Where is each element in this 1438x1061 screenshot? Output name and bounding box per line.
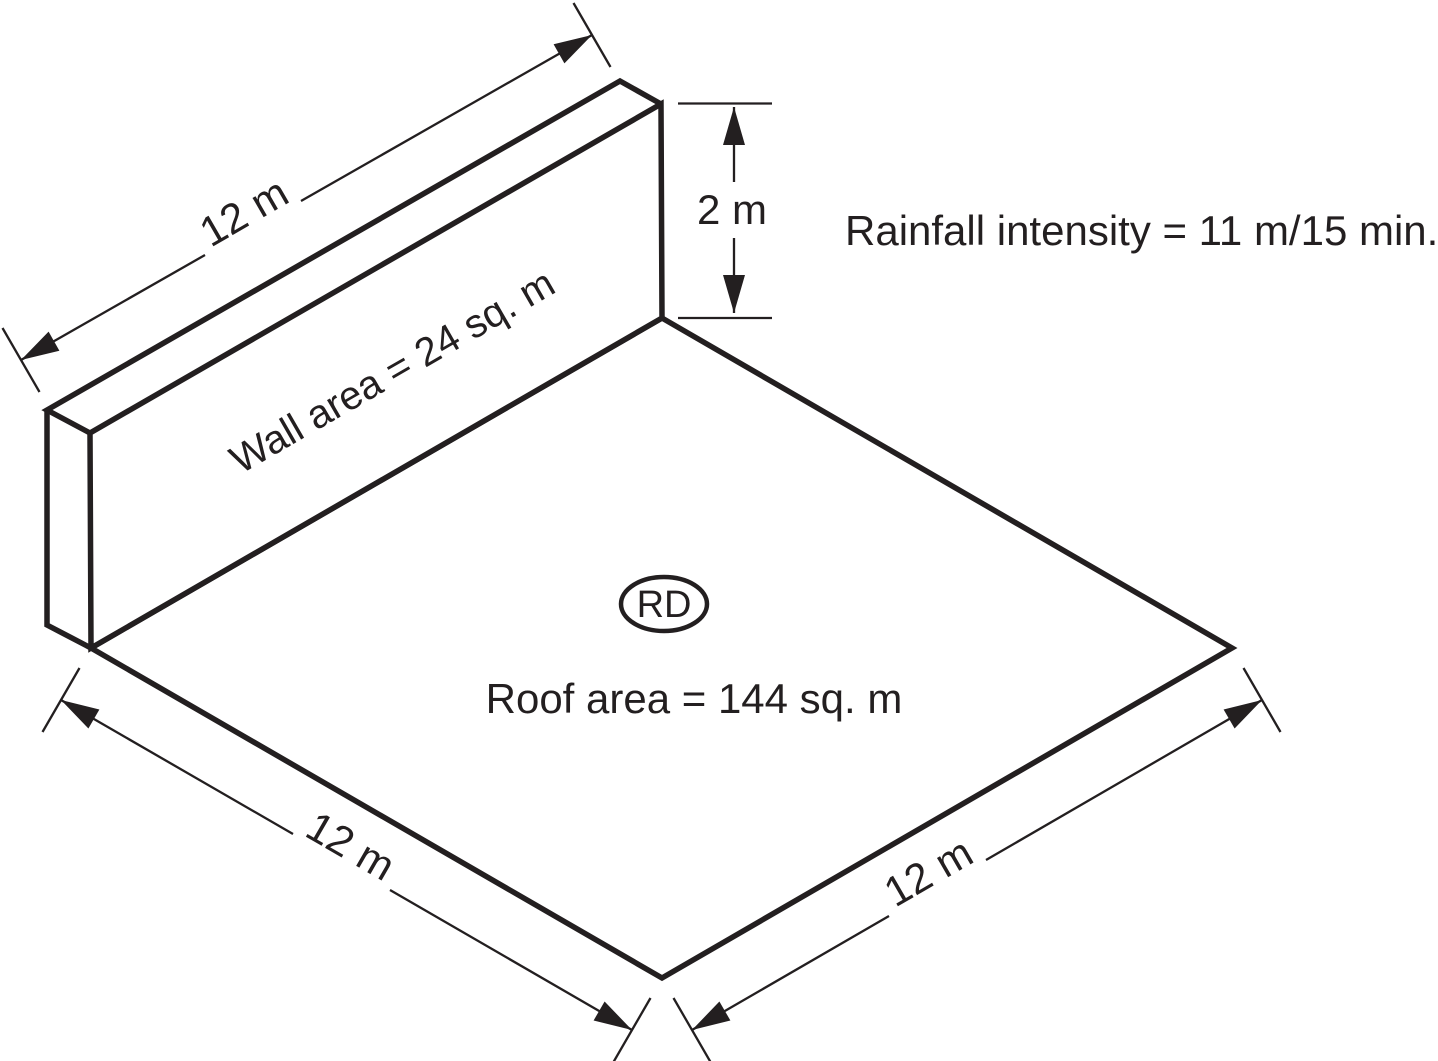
rainfall-intensity-note: Rainfall intensity = 11 m/15 min. [845, 207, 1438, 254]
arrowhead [1223, 700, 1262, 729]
wall [41, 77, 665, 653]
arrowhead [593, 1001, 632, 1030]
roof-drain-symbol: RD [618, 574, 710, 634]
dim-wall-height: 2 m [678, 102, 772, 320]
dimension-line [389, 889, 633, 1031]
roof-area-label: Roof area = 144 sq. m [486, 675, 903, 722]
wall-height-label: 2 m [697, 186, 767, 233]
arrowhead [61, 700, 100, 729]
arrowhead [723, 107, 745, 145]
wall-front-face [87, 99, 665, 653]
wall-end-face [44, 410, 93, 651]
wall-length-label: 12 m [192, 168, 296, 255]
arrowhead [723, 275, 745, 313]
dimension-line [300, 34, 593, 202]
roof-drain-oval [618, 574, 710, 634]
dimension-line [60, 699, 294, 835]
arrowhead [553, 35, 592, 64]
arrowhead [21, 331, 60, 360]
wall-top-face [41, 77, 663, 436]
dimension-line [985, 699, 1263, 861]
arrowhead [692, 1001, 731, 1030]
roof-drain-label: RD [637, 584, 692, 626]
